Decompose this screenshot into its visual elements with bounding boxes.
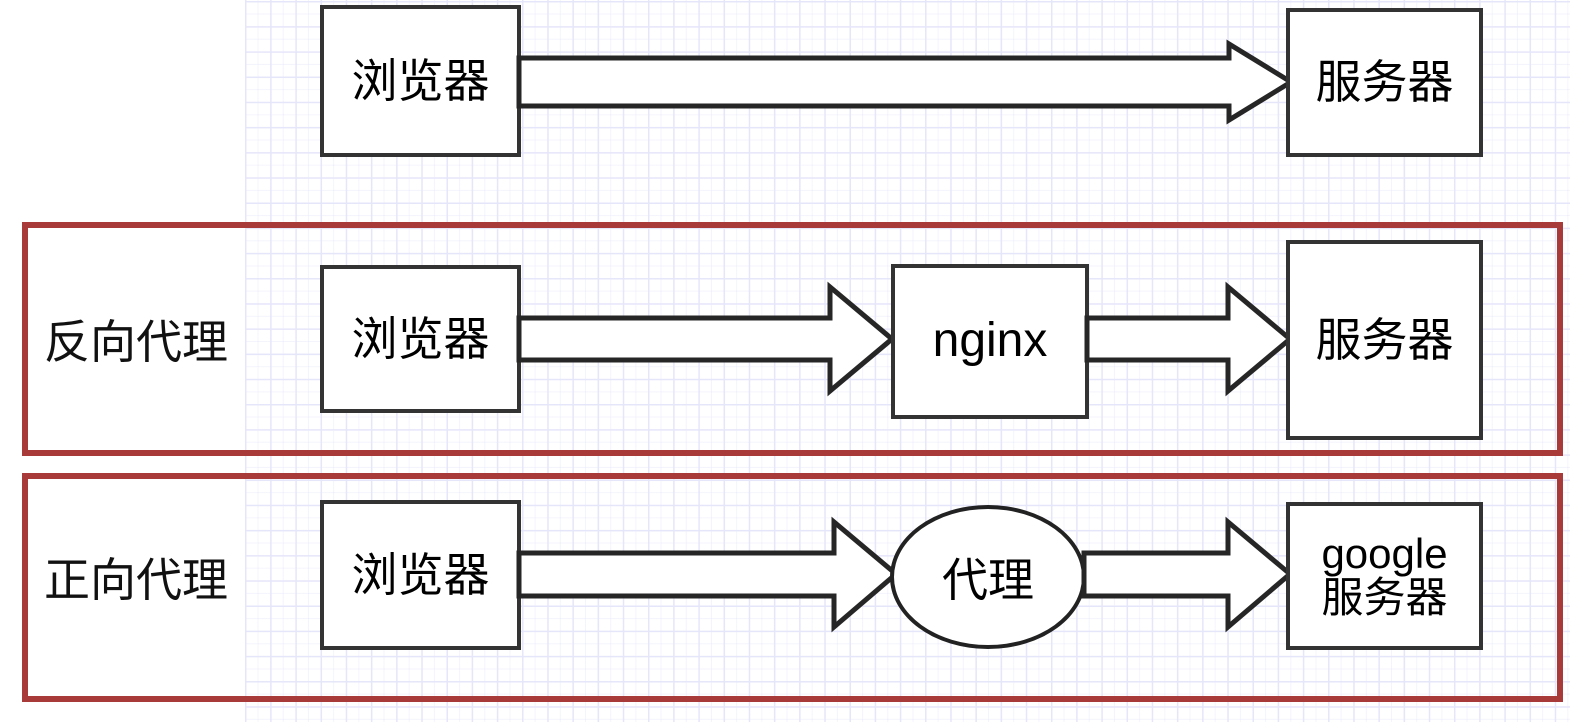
caption-reverse-proxy-label: 反向代理 (44, 315, 228, 369)
node-browser-3[interactable]: 浏览器 (320, 500, 521, 650)
node-server-2-label: 服务器 (1315, 313, 1454, 366)
arrow-browser-to-server[interactable] (516, 39, 1296, 125)
node-browser-2[interactable]: 浏览器 (320, 265, 521, 413)
node-google-server-label-line-2: 服务器 (1321, 574, 1448, 621)
node-nginx[interactable]: nginx (891, 264, 1089, 419)
caption-forward-proxy: 正向代理 (44, 538, 244, 616)
arrow-browser-to-proxy[interactable] (516, 516, 900, 633)
node-server-2[interactable]: 服务器 (1286, 240, 1483, 440)
node-google-server-label-line-1: google (1321, 529, 1448, 577)
node-browser-2-label: 浏览器 (351, 312, 490, 365)
arrow-proxy-to-google[interactable] (1081, 516, 1294, 633)
arrow-nginx-to-server[interactable] (1084, 281, 1294, 397)
node-server-1-label: 服务器 (1315, 56, 1454, 109)
node-google-server[interactable]: google 服务器 (1286, 502, 1483, 650)
node-proxy[interactable]: 代理 (890, 505, 1086, 649)
frame-reverse-proxy (22, 222, 1563, 456)
frame-forward-proxy (22, 473, 1563, 702)
caption-reverse-proxy: 反向代理 (44, 300, 244, 378)
node-browser-3-label: 浏览器 (351, 548, 490, 601)
node-browser-1[interactable]: 浏览器 (320, 5, 521, 157)
node-browser-1-label: 浏览器 (351, 54, 490, 107)
arrow-browser-to-nginx[interactable] (516, 281, 896, 397)
node-nginx-label: nginx (932, 314, 1048, 368)
node-server-1[interactable]: 服务器 (1286, 8, 1483, 157)
node-proxy-label: 代理 (942, 554, 1034, 606)
caption-forward-proxy-label: 正向代理 (44, 553, 228, 607)
